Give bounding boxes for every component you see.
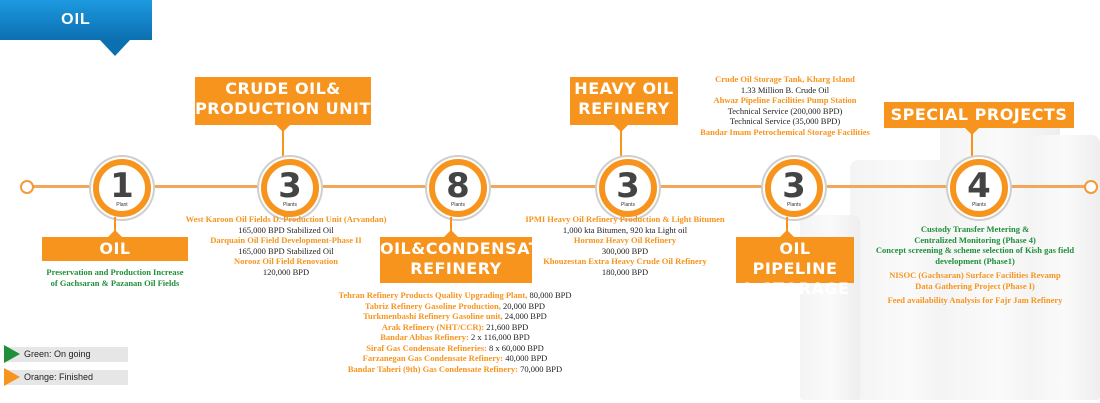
- station-count: 4: [967, 166, 991, 206]
- station-pipeline-storage-circle: 3 Plants: [765, 159, 823, 217]
- station-special-projects-circle: 4 Plants: [950, 159, 1008, 217]
- heavy-oil-refinery-header: HEAVY OIL REFINERY: [570, 77, 678, 125]
- background-tank-image: [1030, 135, 1100, 400]
- oil-reservoirs-description: Preservation and Production Increase of …: [46, 267, 184, 288]
- connector-stem: [620, 130, 622, 158]
- station-condensate-refinery-circle: 8 Plants: [429, 159, 487, 217]
- station-crude-oil-circle: 3 Plants: [261, 159, 319, 217]
- station-count-unit: Plants: [451, 202, 465, 208]
- connector-stem: [786, 217, 788, 237]
- station-count: 8: [446, 166, 470, 206]
- connector-stem: [282, 130, 284, 158]
- connector-stem: [450, 217, 452, 237]
- section-tab-label: OIL: [61, 11, 91, 28]
- special-projects-header: SPECIAL PROJECTS: [884, 102, 1074, 128]
- station-count-unit: Plants: [972, 202, 986, 208]
- condensate-refinery-description: Tehran Refinery Products Quality Upgradi…: [338, 290, 572, 374]
- station-count-unit: Plant: [116, 202, 128, 208]
- station-count: 3: [616, 166, 640, 206]
- timeline-line: [22, 185, 1098, 188]
- heavy-oil-description: IPMI Heavy Oil Refinery Production & Lig…: [525, 214, 725, 277]
- crude-oil-production-header: CRUDE OIL& PRODUCTION UNIT: [195, 77, 371, 125]
- station-count-unit: Plants: [787, 202, 801, 208]
- header-pointer: [965, 128, 979, 135]
- pipeline-storage-description: Crude Oil Storage Tank, Kharg Island 1.3…: [700, 74, 870, 137]
- legend-orange-arrow-icon: [4, 368, 20, 386]
- timeline-start-cap: [20, 180, 34, 194]
- legend-green-item: Green: On going: [4, 347, 128, 362]
- connector-stem: [971, 133, 973, 158]
- pipeline-storage-header: OIL PIPELINE & STORAGE: [736, 237, 854, 298]
- station-count: 3: [278, 166, 302, 206]
- connector-stem: [114, 217, 116, 237]
- section-tab: [0, 0, 152, 40]
- station-count-unit: Plants: [283, 202, 297, 208]
- tab-pointer: [100, 40, 130, 56]
- crude-oil-description: West Karoon Oil Fields D. Production Uni…: [185, 214, 387, 277]
- station-count-unit: Plants: [621, 202, 635, 208]
- header-pointer: [444, 230, 458, 237]
- header-pointer: [108, 230, 122, 237]
- station-oil-reservoirs-circle: 1 Plant: [93, 159, 151, 217]
- legend-orange-item: Orange: Finished: [4, 370, 128, 385]
- header-pointer: [276, 125, 290, 132]
- timeline-end-cap: [1084, 180, 1098, 194]
- station-count: 1: [110, 166, 134, 206]
- station-heavy-oil-circle: 3 Plants: [599, 159, 657, 217]
- header-pointer: [780, 230, 794, 237]
- legend-green-arrow-icon: [4, 345, 20, 363]
- oil-reservoirs-header: OIL RESERVOIRS: [42, 237, 188, 282]
- condensate-refinery-header: OIL&CONDENSATE REFINERY: [380, 237, 551, 283]
- header-pointer: [614, 125, 628, 132]
- special-projects-description: Custody Transfer Metering & Centralized …: [875, 224, 1075, 305]
- station-count: 3: [782, 166, 806, 206]
